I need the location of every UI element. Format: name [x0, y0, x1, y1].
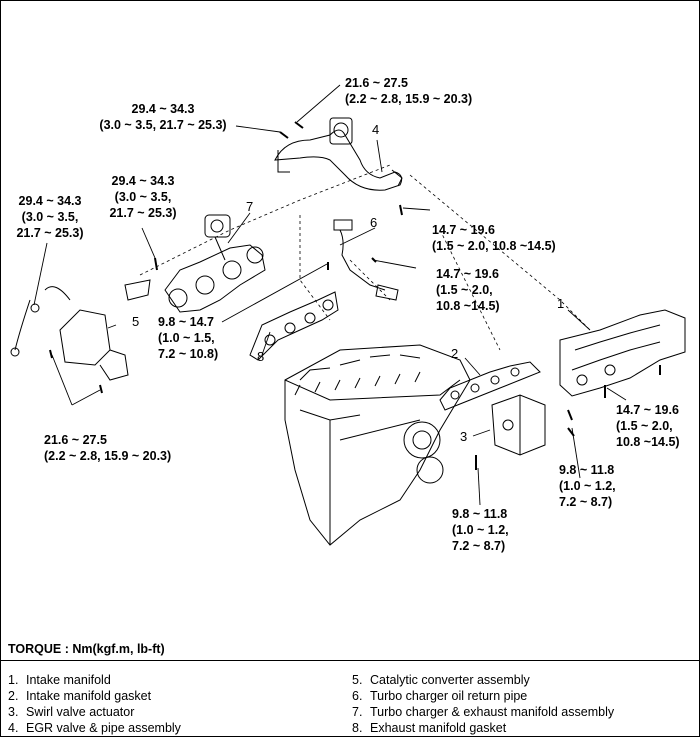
callout-2: 2: [451, 346, 459, 361]
callout-8: 8: [257, 349, 265, 364]
intake-gasket: [439, 361, 541, 411]
torque-label-exhaust-gasket: 9.8 ~ 14.7 (1.0 ~ 1.5, 7.2 ~ 10.8): [158, 315, 219, 361]
leader-lines: [33, 84, 627, 506]
legend-item: 8.Exhaust manifold gasket: [352, 721, 507, 735]
torque-label-egr-right: 14.7 ~ 19.6 (1.5 ~ 2.0, 10.8 ~14.5): [432, 223, 556, 253]
engine-block: [284, 344, 471, 546]
callout-1: 1: [557, 296, 565, 311]
legend-item: 2.Intake manifold gasket: [8, 689, 152, 703]
torque-label-cat-bottom: 21.6 ~ 27.5 (2.2 ~ 2.8, 15.9 ~ 20.3): [44, 433, 172, 463]
torque-label-turbo-mid: 29.4 ~ 34.3 (3.0 ~ 3.5, 21.7 ~ 25.3): [109, 174, 177, 220]
alignment-lines: [139, 164, 591, 351]
exhaust-gasket: [249, 291, 339, 361]
legend-item: 7.Turbo charger & exhaust manifold assem…: [352, 705, 615, 719]
engine-exploded-diagram: [10, 84, 686, 546]
legend-item: 5.Catalytic converter assembly: [352, 673, 530, 687]
torque-label-intake-right: 14.7 ~ 19.6 (1.5 ~ 2.0, 10.8 ~14.5): [616, 403, 680, 449]
torque-label-egr-left: 29.4 ~ 34.3 (3.0 ~ 3.5, 21.7 ~ 25.3): [99, 102, 227, 132]
oil-return-pipe: [333, 219, 399, 301]
callout-6: 6: [370, 215, 378, 230]
legend-item: 3.Swirl valve actuator: [8, 705, 135, 719]
legend-item: 4.EGR valve & pipe assembly: [8, 721, 181, 735]
torque-label-cat-left: 29.4 ~ 34.3 (3.0 ~ 3.5, 21.7 ~ 25.3): [16, 194, 84, 240]
torque-unit-note: TORQUE : Nm(kgf.m, lb-ft): [8, 642, 165, 656]
legend-item: 6.Turbo charger oil return pipe: [352, 689, 528, 703]
turbo-gasket: [124, 279, 151, 301]
egr-valve-assembly: [274, 117, 403, 191]
legend-divider: [1, 660, 699, 661]
callout-7: 7: [246, 199, 254, 214]
bolts: [49, 131, 403, 394]
intake-manifold: [559, 309, 686, 398]
swirl-valve-actuator: [475, 394, 575, 470]
legend-item: 1.Intake manifold: [8, 673, 111, 687]
turbo-exhaust-manifold: [164, 214, 266, 313]
torque-label-swirl-bottom: 9.8 ~ 11.8 (1.0 ~ 1.2, 7.2 ~ 8.7): [452, 507, 509, 553]
callout-4: 4: [372, 122, 380, 137]
callout-5: 5: [132, 314, 140, 329]
torque-label-egr-top: 21.6 ~ 27.5 (2.2 ~ 2.8, 15.9 ~ 20.3): [345, 76, 473, 106]
torque-label-swirl-right: 9.8 ~ 11.8 (1.0 ~ 1.2, 7.2 ~ 8.7): [559, 463, 616, 509]
catalytic-converter: [10, 286, 129, 381]
callout-3: 3: [460, 429, 468, 444]
torque-label-oil-return: 14.7 ~ 19.6 (1.5 ~ 2.0, 10.8 ~14.5): [436, 267, 500, 313]
